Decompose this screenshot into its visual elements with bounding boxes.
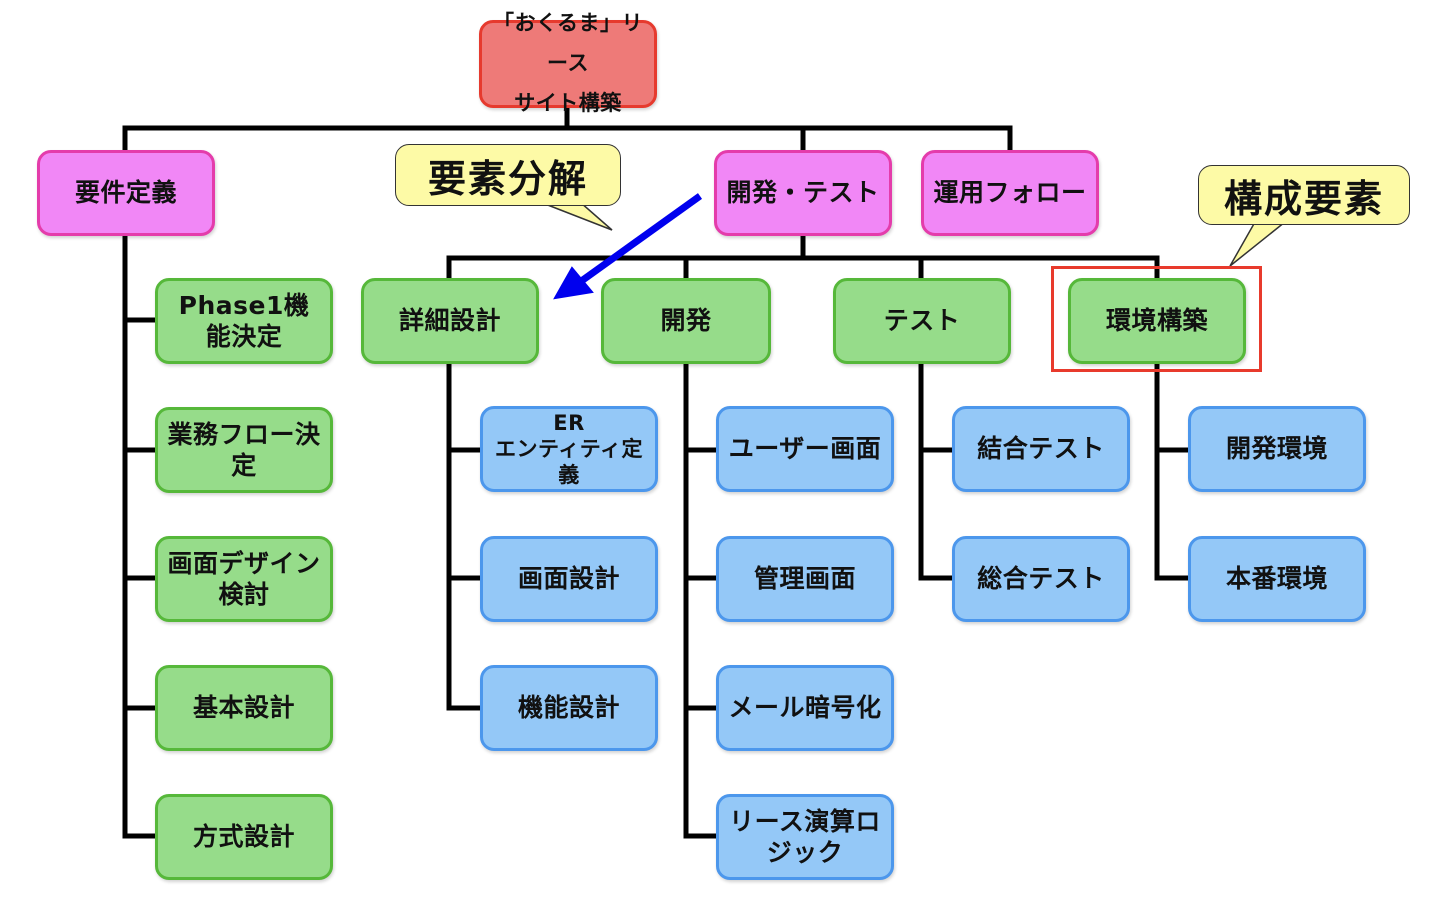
node-label: テスト <box>883 306 961 336</box>
node-label: 画面デザイン 検討 <box>167 548 321 609</box>
node-screen-spec[interactable]: 画面設計 <box>480 536 658 622</box>
node-test[interactable]: テスト <box>833 278 1011 364</box>
node-label: 総合テスト <box>977 564 1105 594</box>
node-label: ユーザー画面 <box>728 434 882 464</box>
node-admin-screen[interactable]: 管理画面 <box>716 536 894 622</box>
callout-components-tail <box>1229 221 1288 267</box>
node-req-phase1[interactable]: Phase1機 能決定 <box>155 278 333 364</box>
node-req-architecture[interactable]: 方式設計 <box>155 794 333 880</box>
node-label: 詳細設計 <box>398 306 501 336</box>
node-label: リース演算ロ ジック <box>729 806 881 867</box>
node-req-screen-design[interactable]: 画面デザイン 検討 <box>155 536 333 622</box>
node-environment[interactable]: 環境構築 <box>1068 278 1246 364</box>
node-label: 機能設計 <box>517 693 620 723</box>
node-development[interactable]: 開発 <box>601 278 771 364</box>
node-prod-environment[interactable]: 本番環境 <box>1188 536 1366 622</box>
node-label: 管理画面 <box>753 564 856 594</box>
connector-detail-spine <box>446 359 483 711</box>
node-label: 開発環境 <box>1225 434 1328 464</box>
node-req-workflow[interactable]: 業務フロー決 定 <box>155 407 333 493</box>
callout-decomposition: 要素分解 <box>395 144 621 206</box>
connector-requirements-spine <box>122 232 158 839</box>
node-label: メール暗号化 <box>728 693 882 723</box>
node-label: 結合テスト <box>977 434 1105 464</box>
node-label: 要件定義 <box>74 178 177 208</box>
node-label: 開発 <box>660 306 712 336</box>
node-label: 運用フォロー <box>933 178 1087 208</box>
node-label: 業務フロー決 定 <box>167 419 321 480</box>
node-system-test[interactable]: 総合テスト <box>952 536 1130 622</box>
node-lease-logic[interactable]: リース演算ロ ジック <box>716 794 894 880</box>
callout-decomposition-tail <box>539 201 613 231</box>
node-label: ER エンティティ定義 <box>495 410 643 488</box>
node-label: Phase1機 能決定 <box>178 290 310 351</box>
connector-env-spine <box>1154 359 1191 581</box>
root-node[interactable]: 「おくるま」リース サイト構築 <box>479 11 657 115</box>
node-label: 基本設計 <box>192 693 295 723</box>
decomposition-arrow <box>553 193 703 300</box>
root-node-label: 「おくるま」リース サイト構築 <box>492 11 644 115</box>
callout-label: 要素分解 <box>427 156 588 201</box>
node-label: 環境構築 <box>1105 306 1208 336</box>
node-detail-design[interactable]: 詳細設計 <box>361 278 539 364</box>
node-user-screen[interactable]: ユーザー画面 <box>716 406 894 492</box>
node-mail-encryption[interactable]: メール暗号化 <box>716 665 894 751</box>
node-label: 方式設計 <box>192 822 295 852</box>
node-label: 開発・テスト <box>726 178 880 208</box>
node-label: 画面設計 <box>517 564 620 594</box>
node-label: 本番環境 <box>1225 564 1328 594</box>
node-devtest[interactable]: 開発・テスト <box>714 150 892 236</box>
node-integration-test[interactable]: 結合テスト <box>952 406 1130 492</box>
node-requirements[interactable]: 要件定義 <box>37 150 215 236</box>
components-highlight-box <box>1051 266 1262 372</box>
connector-test-spine <box>918 359 955 581</box>
node-dev-environment[interactable]: 開発環境 <box>1188 406 1366 492</box>
callout-components: 構成要素 <box>1198 165 1410 225</box>
node-function-spec[interactable]: 機能設計 <box>480 665 658 751</box>
connector-dev-spine <box>683 359 719 839</box>
callout-label: 構成要素 <box>1223 176 1384 221</box>
node-operations[interactable]: 運用フォロー <box>921 150 1099 236</box>
node-er-entity[interactable]: ER エンティティ定義 <box>480 406 658 492</box>
node-req-basic-design[interactable]: 基本設計 <box>155 665 333 751</box>
